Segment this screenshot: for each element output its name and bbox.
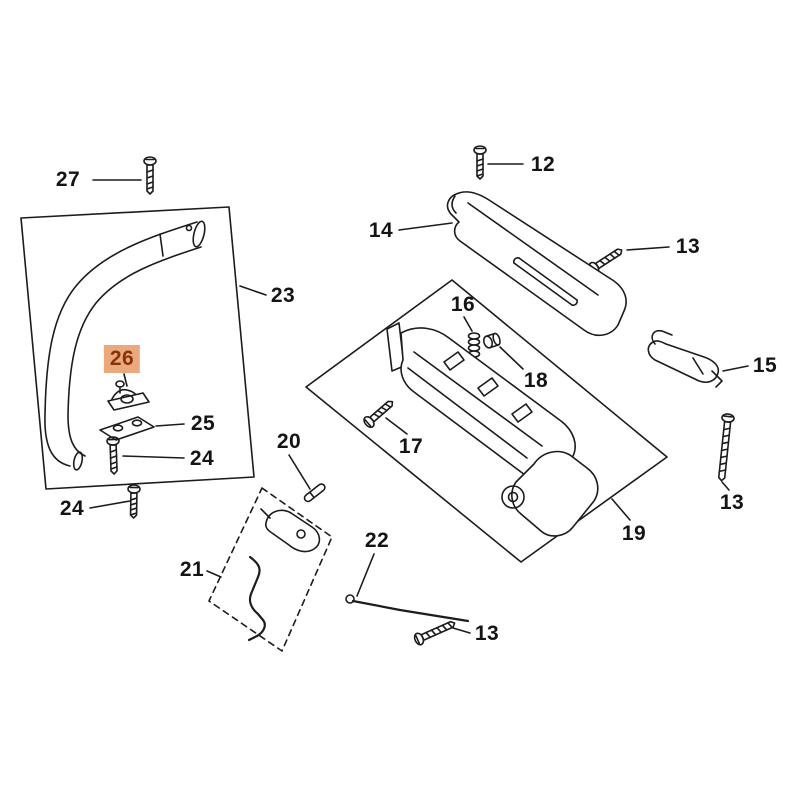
screw-13-bottom [413, 620, 456, 646]
screw-13-right [717, 413, 735, 482]
part-label-25[interactable]: 25 [190, 412, 216, 435]
pin-20 [303, 483, 326, 503]
handle-housing-19 [386, 322, 599, 537]
screw-24-lower [127, 484, 141, 519]
part-label-16[interactable]: 16 [450, 293, 476, 316]
screw-17 [363, 400, 394, 429]
part-label-20[interactable]: 20 [276, 430, 302, 453]
part-label-18[interactable]: 18 [523, 369, 549, 392]
part-label-12[interactable]: 12 [530, 153, 556, 176]
handlebar-tube-23 [44, 220, 206, 471]
screw-24-mid [106, 436, 120, 475]
part-label-27[interactable]: 27 [55, 168, 81, 191]
part-label-21[interactable]: 21 [179, 558, 205, 581]
part-label-24-mid[interactable]: 24 [189, 447, 215, 470]
part-label-19[interactable]: 19 [621, 522, 647, 545]
bushing-18 [482, 332, 501, 349]
leader-lines [89, 163, 749, 634]
plate-25 [99, 416, 155, 441]
group-box-21 [208, 487, 333, 652]
part-label-23[interactable]: 23 [270, 284, 296, 307]
throttle-rod-22 [345, 594, 470, 623]
part-label-24-lower[interactable]: 24 [59, 497, 85, 520]
handle-cover-14 [446, 191, 627, 337]
part-label-26[interactable]: 26 [103, 345, 141, 373]
group-box-23 [20, 206, 255, 490]
part-label-13-right[interactable]: 13 [719, 491, 745, 514]
screw-27 [143, 156, 157, 195]
part-label-17[interactable]: 17 [398, 435, 424, 458]
group-box-19 [305, 279, 668, 563]
part-label-14[interactable]: 14 [368, 219, 394, 242]
part-label-13-top[interactable]: 13 [675, 235, 701, 258]
part-label-22[interactable]: 22 [364, 529, 390, 552]
screw-12 [473, 145, 487, 180]
part-label-13-bottom[interactable]: 13 [474, 622, 500, 645]
bracket-15 [647, 329, 723, 388]
trigger-assembly-21 [247, 508, 321, 642]
clamp-26 [107, 380, 150, 411]
part-label-15[interactable]: 15 [752, 354, 778, 377]
